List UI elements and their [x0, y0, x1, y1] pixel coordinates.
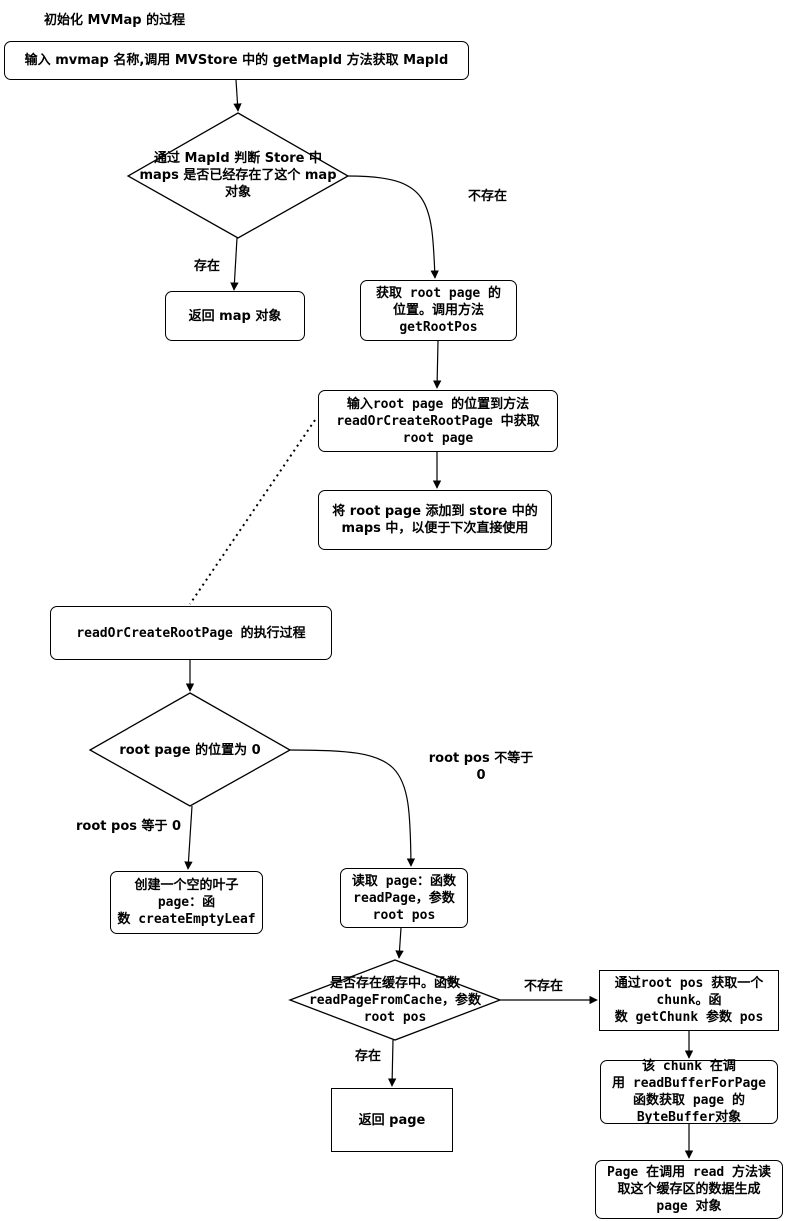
node-pos-zero: root page 的位置为 0	[119, 742, 261, 758]
node-read-root-page: 输入root page 的位置到方法 readOrCreateRootPage …	[318, 390, 558, 452]
decision-diamond-map-exists	[126, 112, 350, 239]
edge-pos-zero-to-create-leaf	[184, 805, 193, 870]
edge-label-pos-not-zero: root pos 不等于 0	[428, 751, 534, 783]
edge-label-exists-1: 存在	[194, 259, 221, 274]
edge-in-cache-to-return-page	[387, 1039, 397, 1087]
node-check-exists: 通过 MapId 判断 Store 中 maps 是否已经存在了这个 map 对…	[139, 150, 337, 200]
node-generate-page: Page 在调用 read 方法读 取这个缓存区的数据生成 page 对象	[595, 1160, 783, 1219]
node-get-chunk: 通过root pos 获取一个 chunk。函 数 getChunk 参数 po…	[599, 970, 779, 1031]
node-create-leaf: 创建一个空的叶子 page：函 数 createEmptyLeaf	[110, 871, 263, 934]
edge-read-page-to-in-cache	[395, 927, 404, 959]
edge-label-not-exists-1: 不存在	[468, 189, 508, 204]
edge-label-not-exists-2: 不存在	[524, 979, 564, 994]
edge-check-to-get-root-pos	[347, 175, 439, 279]
node-read-page: 读取 page：函数 readPage，参数 root pos	[340, 868, 468, 928]
decision-diamond-pos-zero	[88, 692, 292, 807]
edge-input-to-check	[233, 79, 242, 112]
node-exec-process: readOrCreateRootPage 的执行过程	[50, 606, 332, 660]
node-return-map: 返回 map 对象	[165, 291, 305, 341]
edge-label-pos-equals-zero: root pos 等于 0	[76, 819, 182, 834]
edge-get-root-pos-to-read-root	[432, 340, 442, 389]
edge-label-exists-2: 存在	[355, 1049, 382, 1064]
node-read-buffer: 该 chunk 在调 用 readBufferForPage 函数获取 page…	[600, 1059, 778, 1125]
node-return-page: 返回 page	[331, 1088, 453, 1152]
diagram-title: 初始化 MVMap 的过程	[44, 13, 186, 28]
edge-dotted-link	[189, 419, 316, 605]
node-input-name: 输入 mvmap 名称,调用 MVStore 中的 getMapId 方法获取 …	[4, 41, 469, 80]
node-add-to-maps: 将 root page 添加到 store 中的 maps 中，以便于下次直接使…	[318, 490, 552, 550]
decision-diamond-in-cache	[288, 959, 502, 1041]
edge-pos-zero-to-read-page	[289, 749, 416, 867]
node-in-cache: 是否存在缓存中。函数 readPageFromCache，参数 root pos	[308, 975, 482, 1025]
edge-check-to-return-map	[230, 237, 239, 291]
node-get-root-pos: 获取 root page 的 位置。调用方法 getRootPos	[360, 280, 517, 341]
